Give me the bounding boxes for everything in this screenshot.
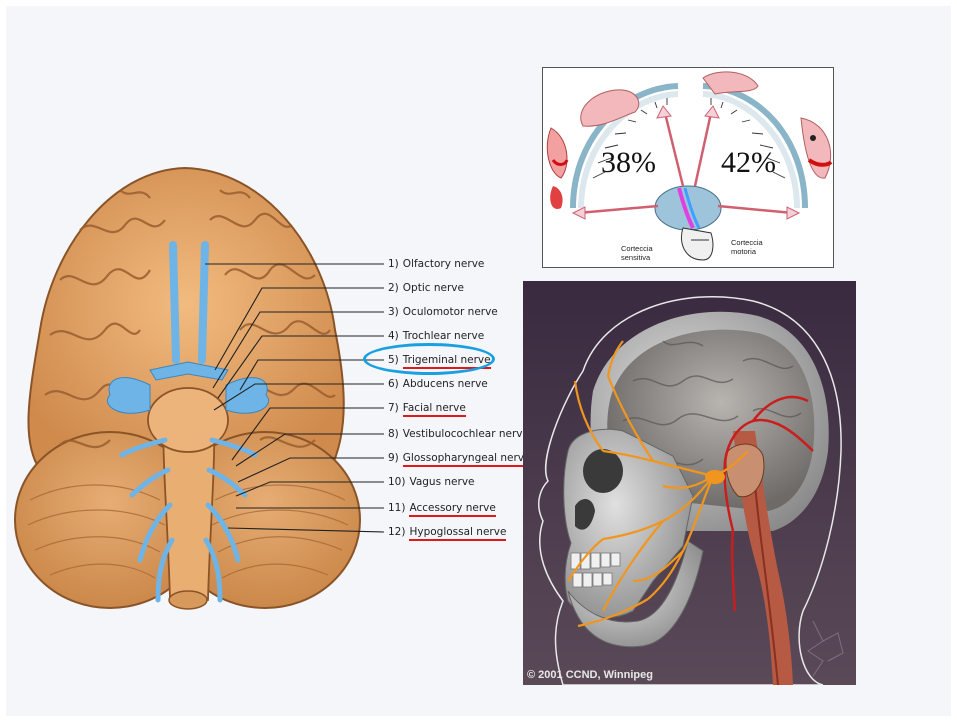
motor-percentage: 42% — [721, 146, 776, 180]
nerve-label-glossopharyngeal: 9)Glossopharyngeal nerve — [388, 451, 530, 465]
nerve-label-olfactory: 1)Olfactory nerve — [388, 257, 484, 271]
nerve-label-abducens: 6)Abducens nerve — [388, 377, 488, 391]
trigeminal-highlight-ellipse — [363, 343, 495, 375]
trigeminal-left — [107, 378, 150, 414]
sensory-tongue — [550, 186, 562, 209]
sensory-face — [547, 128, 567, 178]
nerve-label-vestibulocochlear: 8)Vestibulocochlear nerve — [388, 427, 529, 441]
nerve-label-oculomotor: 3)Oculomotor nerve — [388, 305, 498, 319]
motor-hand — [703, 72, 758, 94]
head-section-drawing — [523, 281, 856, 685]
motor-face — [801, 118, 831, 178]
motor-cortex-caption: Corteccia motoria — [731, 238, 763, 256]
nerve-label-accessory: 11)Accessory nerve — [388, 501, 496, 515]
brain-lateral-small — [655, 186, 721, 230]
skull-small — [681, 228, 713, 260]
trigeminal-right — [226, 378, 269, 414]
trigeminal-ganglion — [705, 470, 725, 484]
sensory-percentage: 38% — [601, 146, 656, 180]
head-cross-section-illustration: © 2001 CCND, Winnipeg — [523, 281, 856, 685]
copyright-credit: © 2001 CCND, Winnipeg — [527, 669, 653, 681]
nerve-label-trochlear: 4)Trochlear nerve — [388, 329, 484, 343]
olfactory-tract-left — [173, 245, 176, 360]
sensory-cortex-caption: Corteccia sensitiva — [621, 244, 653, 262]
olfactory-tract-right — [202, 245, 205, 360]
nerve-label-facial: 7)Facial nerve — [388, 401, 466, 415]
nerve-label-hypoglossal: 12)Hypoglossal nerve — [388, 525, 506, 539]
cortex-homunculus-diagram: 38% 42% Corteccia sensitiva Corteccia mo… — [542, 67, 834, 268]
nerve-label-optic: 2)Optic nerve — [388, 281, 464, 295]
nerve-label-vagus: 10)Vagus nerve — [388, 475, 475, 489]
homunculus-illustration — [543, 68, 834, 268]
orbit — [583, 449, 623, 493]
